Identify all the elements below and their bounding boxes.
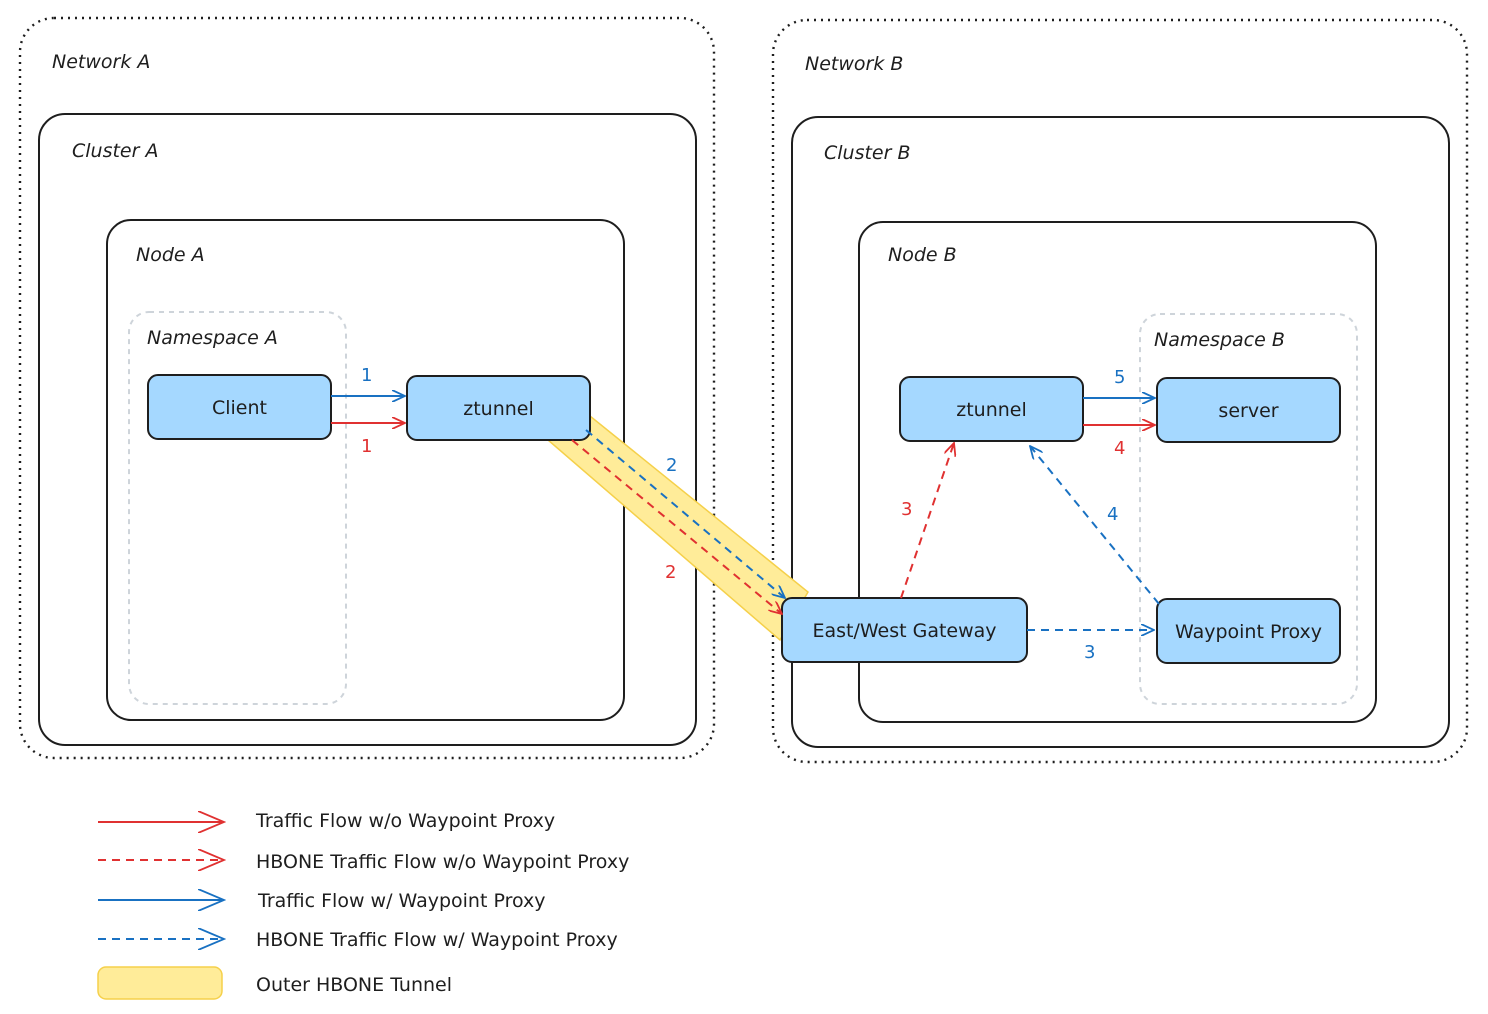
legend-label-yellow-band: Outer HBONE Tunnel xyxy=(256,974,452,996)
legend-item-red-solid: Traffic Flow w/o Waypoint Proxy xyxy=(98,810,555,832)
ztunnel-b-label: ztunnel xyxy=(956,399,1027,421)
step-label-red-2: 2 xyxy=(665,562,676,583)
ztunnel-a-box[interactable]: ztunnel xyxy=(406,375,591,441)
step-label-blue-3: 3 xyxy=(1084,642,1095,663)
step-label-blue-2: 2 xyxy=(666,455,677,476)
legend-label-blue-dashed: HBONE Traffic Flow w/ Waypoint Proxy xyxy=(256,929,618,951)
cluster-b: Cluster B xyxy=(791,116,1450,748)
namespace-a: Namespace A xyxy=(128,311,347,705)
legend-label-red-dashed: HBONE Traffic Flow w/o Waypoint Proxy xyxy=(256,851,629,873)
east-west-gateway-box[interactable]: East/West Gateway xyxy=(781,597,1028,663)
node-b: Node B xyxy=(858,221,1377,723)
ztunnel-a-label: ztunnel xyxy=(463,398,534,420)
ztunnel-b-box[interactable]: ztunnel xyxy=(899,376,1084,442)
flow-red-tunnel-to-gateway xyxy=(571,439,782,614)
step-label-blue-4: 4 xyxy=(1107,504,1118,525)
flow-blue-waypoint-to-ztunnel-b xyxy=(1030,446,1160,605)
namespace-b-label: Namespace B xyxy=(1154,329,1285,351)
step-label-red-1: 1 xyxy=(361,436,372,457)
flow-blue-tunnel-to-gateway xyxy=(585,429,785,598)
client-box[interactable]: Client xyxy=(147,374,332,440)
legend-swatch-yellow-band xyxy=(97,966,223,1000)
east-west-gateway-label: East/West Gateway xyxy=(812,620,996,642)
namespace-a-label: Namespace A xyxy=(147,327,278,349)
flow-red-gateway-to-ztunnel-b xyxy=(900,443,954,599)
network-b-label: Network B xyxy=(805,53,903,75)
node-a: Node A xyxy=(106,219,625,721)
network-a: Network A xyxy=(18,16,716,760)
legend-item-red-dashed: HBONE Traffic Flow w/o Waypoint Proxy xyxy=(98,851,629,873)
cluster-a: Cluster A xyxy=(38,113,697,746)
legend-label-blue-solid: Traffic Flow w/ Waypoint Proxy xyxy=(257,890,546,912)
client-label: Client xyxy=(212,397,267,419)
outer-hbone-tunnel xyxy=(546,415,809,642)
cluster-b-label: Cluster B xyxy=(824,142,911,164)
server-label: server xyxy=(1218,400,1278,422)
step-label-blue-1: 1 xyxy=(361,365,372,386)
cluster-a-label: Cluster A xyxy=(72,140,158,162)
legend: Traffic Flow w/o Waypoint Proxy HBONE Tr… xyxy=(97,810,629,1000)
network-b: Network B xyxy=(771,18,1469,764)
network-a-label: Network A xyxy=(52,51,150,73)
namespace-b: Namespace B xyxy=(1139,313,1358,705)
waypoint-proxy-box[interactable]: Waypoint Proxy xyxy=(1156,598,1341,664)
node-a-label: Node A xyxy=(136,244,205,266)
legend-item-yellow-band: Outer HBONE Tunnel xyxy=(97,966,452,1000)
node-b-label: Node B xyxy=(888,244,957,266)
server-box[interactable]: server xyxy=(1156,377,1341,443)
step-label-red-3: 3 xyxy=(901,499,912,520)
step-label-red-4: 4 xyxy=(1114,438,1125,459)
step-label-blue-5: 5 xyxy=(1114,367,1125,388)
waypoint-proxy-label: Waypoint Proxy xyxy=(1175,621,1322,643)
legend-label-red-solid: Traffic Flow w/o Waypoint Proxy xyxy=(255,810,555,832)
legend-item-blue-solid: Traffic Flow w/ Waypoint Proxy xyxy=(98,890,546,912)
legend-item-blue-dashed: HBONE Traffic Flow w/ Waypoint Proxy xyxy=(98,929,618,951)
